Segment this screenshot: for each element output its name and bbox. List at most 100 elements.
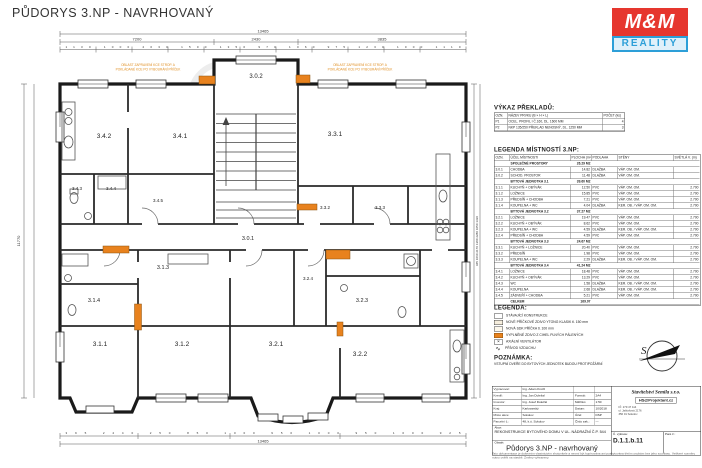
legend-swatch-icon: [494, 319, 503, 325]
legend-item-label: AXIÁLNÍ VENTILÁTOR: [506, 340, 542, 344]
table-row: 3.3.1 KUCHYŇ + LOŽNICE 20.40 PVC VÁP. OM…: [494, 245, 700, 251]
room-label: 3.2.3: [356, 298, 368, 304]
svg-text:OBLAST ZAPRAVENÍ KCE STROP. A: OBLAST ZAPRAVENÍ KCE STROP. A: [333, 63, 388, 67]
drawing-number: Č. výkresu: D.1.1.b.11: [612, 432, 664, 453]
compass-icon: S: [639, 340, 685, 372]
room-label: 3.3.1: [328, 131, 343, 138]
table-row: 3.0.1 CHODBA 14.82 DLAŽBA VÁP. OM. OM.: [494, 167, 701, 173]
door-openings: [104, 112, 448, 348]
project-name: Akce: REKONSTRUKCE BYTOVÉHO DOMU V UL. N…: [492, 426, 611, 441]
legend-item-label: NOVÉ PŘÍČKOVÉ ZDIVO YTONG KLASIK tl. 150…: [506, 320, 589, 325]
lintel-schedule: VÝKAZ PŘEKLADŮ: OZN. NÁZEV PRVKU (B × H …: [494, 104, 634, 159]
table-row: CELKEM 169.07: [494, 299, 701, 305]
legend-swatch-icon: [494, 332, 503, 338]
mm-logo-wordmark: REALITY: [612, 36, 688, 52]
door-swings: [103, 207, 391, 267]
table-row: 3.4.5 ZÁDVEŘÍ + CHODBA 5.21 PVC VÁP. OM.…: [494, 293, 700, 299]
legend-item-label: PŘÍVOD VZDUCHU: [505, 346, 536, 351]
lintel-schedule-header: OZN. NÁZEV PRVKU (B × H × L) POČET (ks): [494, 113, 625, 119]
table-row: BYTOVÁ JEDNOTKA 3.3 24.67 M2: [494, 239, 701, 245]
legend-item: STÁVAJÍCÍ KONSTRUKCE: [494, 313, 701, 320]
title-block-row: Parcelní č.: 48, k.ú. Sokolov Číslo zak.…: [492, 419, 611, 426]
note-block: POZNÁMKA: VSTUPNÍ DVEŘE DO BYTOVÝCH JEDN…: [494, 354, 702, 378]
svg-text:7200: 7200: [133, 37, 143, 42]
title-block-right: Stavitelství Semila s.r.o. HS@Projektant…: [611, 387, 701, 456]
title-block-row: Místo akce: Sokolov Účel: DSP: [492, 412, 611, 419]
room-label: 3.3.2: [320, 205, 331, 210]
table-row: BYTOVÁ JEDNOTKA 3.1 39.60 M2: [494, 179, 701, 185]
company-name: Stavitelství Semila s.r.o.: [631, 389, 681, 396]
windows: [55, 55, 471, 424]
table-row: 3.0.2 SCHOD. PROSTOR 11.48 DLAŽBA VÁP. O…: [494, 173, 701, 179]
legend-swatch-icon: ✕: [494, 339, 503, 345]
room-label: 3.2.1: [269, 341, 284, 348]
symbols-legend-items: STÁVAJÍCÍ KONSTRUKCE NOVÉ PŘÍČKOVÉ ZDIVO…: [494, 313, 701, 352]
room-label: 3.4.3: [72, 186, 83, 191]
legend-item-label: NOVÁ SDK PŘÍČKA tl. 100 mm: [506, 327, 554, 331]
table-row: 3.2.2 KUCHYŇ + OBÝVÁK 8.62 PVC VÁP. OM. …: [494, 221, 700, 227]
svg-text:395 2440 250 850 1000 950 1000: 395 2440 250 850 1000 950 1000 950 1000 …: [66, 431, 461, 435]
svg-text:POKLÁDANÉ KCE PO VYBOURÁNÍ PŘÍ: POKLÁDANÉ KCE PO VYBOURÁNÍ PŘÍČEK: [328, 67, 394, 72]
room-label: 3.4.2: [97, 133, 112, 140]
drawing-title: Obsah: Půdorys 3.NP - navrhovaný: [494, 441, 598, 453]
table-row: BYTOVÁ JEDNOTKA 3.4 41.24 M2: [494, 263, 701, 269]
masonry-infill: [102, 74, 351, 337]
table-row: SPOLEČNÉ PROSTORY 26.29 M2: [494, 161, 701, 167]
legend-item: VYPLNĚNÉ ZDIVO Z CIHEL PLNÝCH PÁLENÝCH: [494, 332, 701, 339]
room-label: 3.4.1: [173, 133, 188, 140]
room-label: 3.1.2: [175, 341, 190, 348]
room-label: 3.4.5: [153, 198, 164, 203]
room-legend-rows: SPOLEČNÉ PROSTORY 26.29 M2 3.0.1 CHODBA …: [494, 161, 701, 305]
title-block: Vypracoval: Ing. Adam Kročil Kreslil: In…: [492, 386, 702, 468]
table-row: P2 NKP 135/250 PŘEKLAD NENOSNÝ, DL. 1250…: [494, 125, 625, 131]
lintel-schedule-title: VÝKAZ PŘEKLADŮ:: [494, 104, 555, 111]
company-email: HS@Projektant.cz: [635, 397, 677, 404]
staircase: [216, 113, 296, 219]
floor-plan-svg: bytydomypozemky: [16, 29, 481, 447]
room-legend-table: LEGENDA MÍSTNOSTÍ 3.NP: OZN. ÚČEL MÍSTNO…: [494, 146, 702, 465]
room-label: 3.4.4: [106, 186, 117, 191]
table-row: 3.2.3 KOUPELNA + WC 4.59 DLAŽBA KER. OB.…: [494, 227, 700, 233]
room-label: 3.0.1: [242, 236, 254, 242]
table-row: 3.1.1 KUCHYŇ + OBÝVÁK 12.50 PVC VÁP. OM.…: [494, 185, 700, 191]
title-block-row: Investor: Ing. Josef Doležal Měřítko: 1:…: [492, 399, 611, 406]
symbols-legend-title: LEGENDA:: [494, 304, 527, 311]
table-row: 3.1.3 PŘEDSÍŇ + CHODBA 7.21 PVC VÁP. OM.…: [494, 197, 700, 203]
table-row: 3.4.1 LOŽNICE 18.48 PVC VÁP. OM. OM. 2.7…: [494, 269, 700, 275]
table-row: 3.4.4 KOUPELNA 2.68 DLAŽBA KER. OB. / VÁ…: [494, 287, 700, 293]
fixtures: [61, 101, 465, 383]
note-title: POZNÁMKA:: [494, 354, 533, 361]
svg-text:POKLÁDANÉ KCE PO VYBOURÁNÍ PŘÍ: POKLÁDANÉ KCE PO VYBOURÁNÍ PŘÍČEK: [116, 67, 182, 72]
table-row: 3.1.2 LOŽNICE 15.85 PVC VÁP. OM. OM. 2.7…: [494, 191, 700, 197]
mm-logo-mark: M&M: [612, 8, 688, 36]
note-text: VSTUPNÍ DVEŘE DO BYTOVÝCH JEDNOTEK BUDOU…: [494, 362, 603, 367]
legend-item: NOVÉ PŘÍČKOVÉ ZDIVO YTONG KLASIK tl. 150…: [494, 319, 701, 326]
renovation-notes: OBLAST ZAPRAVENÍ KCE STROP. A POKLÁDANÉ …: [116, 63, 394, 72]
table-row: 3.2.4 PŘEDSÍŇ + CHODBA 4.59 PVC VÁP. OM.…: [494, 233, 700, 239]
room-legend-header: OZN. ÚČEL MÍSTNOSTI PLOCHA (m²) PODLAHA …: [494, 155, 701, 161]
north-compass: S: [632, 328, 690, 387]
disclaimer-text: Tato dokumentace je duševním vlastnictví…: [492, 452, 696, 460]
symbols-legend: LEGENDA: STÁVAJÍCÍ KONSTRUKCE NOVÉ PŘÍČK…: [494, 304, 702, 399]
legend-item: ✕ AXIÁLNÍ VENTILÁTOR: [494, 339, 701, 346]
legend-swatch-icon: ∿: [495, 344, 501, 352]
room-legend-title: LEGENDA MÍSTNOSTÍ 3.NP:: [494, 146, 580, 153]
svg-text:1130 1000 2030 1500 1350 970 1: 1130 1000 2030 1500 1350 970 1060 975 12…: [66, 45, 461, 49]
company-box: Stavitelství Semila s.r.o. HS@Projektant…: [611, 387, 701, 432]
legend-swatch-icon: [494, 313, 503, 319]
floor-plan: bytydomypozemky: [8, 26, 486, 466]
mm-reality-logo: M&M REALITY: [612, 8, 688, 52]
svg-text:945 1060 2170 1380 2280 1050 1: 945 1060 2170 1380 2280 1050 1330: [475, 216, 479, 266]
legend-swatch-icon: [494, 326, 503, 332]
page-title: PŮDORYS 3.NP - NAVRHOVANÝ: [12, 6, 214, 20]
table-row: 3.1.4 KOUPELNA + WC 4.04 DLAŽBA KER. OB.…: [494, 203, 700, 209]
table-row: 3.3.3 KOUPELNA + WC 2.29 DLAŽBA KER. OB.…: [494, 257, 700, 263]
copy-number: Paré č.:: [665, 433, 676, 436]
table-row: 3.4.2 KUCHYŇ + OBÝVÁK 13.29 PVC VÁP. OM.…: [494, 275, 700, 281]
svg-text:13465: 13465: [257, 29, 269, 34]
title-block-row: Kraj: Karlovarský Datum: 10/2018: [492, 406, 611, 413]
room-label: 3.3.3: [375, 205, 386, 210]
svg-text:3835: 3835: [378, 37, 388, 42]
title-block-row: Vypracoval: Ing. Adam Kročil: [492, 386, 611, 393]
disclaimer: Tato dokumentace je duševním vlastnictví…: [492, 452, 702, 467]
